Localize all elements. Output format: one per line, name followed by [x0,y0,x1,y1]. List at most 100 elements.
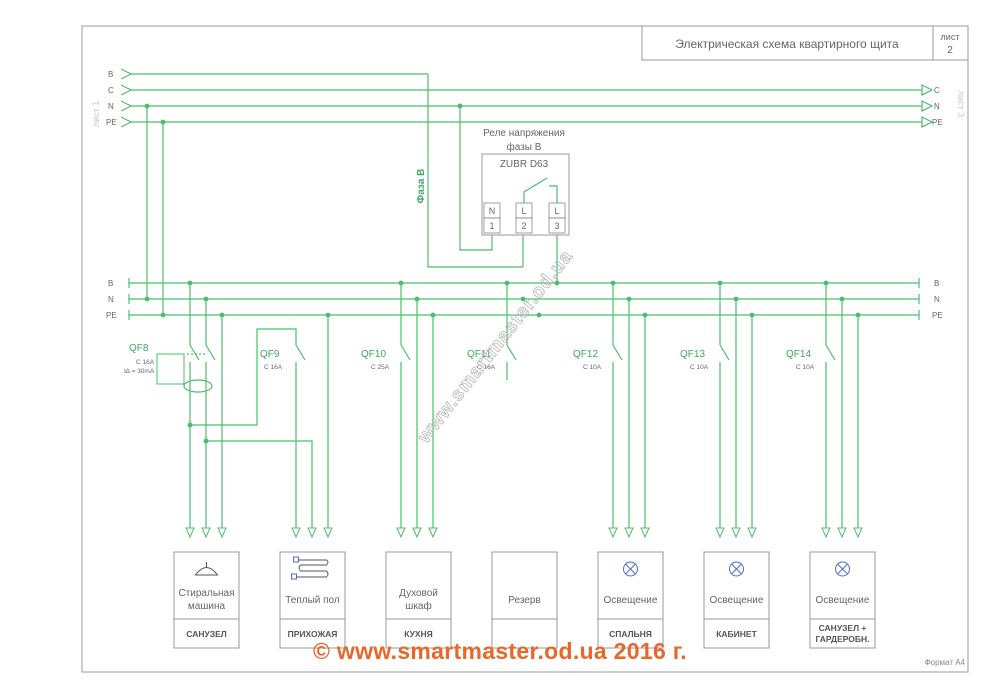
breaker-qf8-leak: I∆ = 30mA [124,368,155,375]
sheet-label: лист [941,32,960,42]
arrow-head [307,527,317,539]
arrow-head [428,527,438,539]
load-4: Резерв [491,551,558,649]
arrow-head [747,527,757,539]
bus-top-label-n-right: N [934,102,940,111]
washing-machine-icon [194,562,219,576]
arrow-head [731,527,741,539]
arrow-head [640,527,650,539]
load-room: СПАЛЬНЯ [609,629,652,639]
drawing-frame [81,25,969,673]
incoming-bus: B C N PE C N PE [106,68,943,128]
load-name: Резерв [508,595,540,606]
relay-terminal-3-num: 3 [554,221,559,231]
breaker-qf8-rating: C 16A [136,359,155,366]
relay-terminal-1-name: N [489,206,496,216]
title-block: Электрическая схема квартирного щита лис… [641,25,969,61]
breaker-qf13-id: QF13 [680,349,705,360]
load-name: Освещение [816,595,870,606]
load-name-line2: машина [188,601,226,612]
arrow-head [715,527,725,539]
load-room: САНУЗЕЛ [186,629,226,639]
load-name-line1: Стиральная [178,588,234,599]
load-name: Теплый пол [285,595,340,606]
arrow-head [323,527,333,539]
arrow-head [608,527,618,539]
arrow-head [201,527,211,539]
arrow-head [837,527,847,539]
breaker-qf10-id: QF10 [361,349,386,360]
breaker-qf13-rating: C 10A [690,364,709,371]
lamp-icon [623,561,638,577]
branch-qf11: QF11 C 16A [467,280,542,380]
bus-top-label-c-right: C [934,86,940,95]
bus-label-b-right: B [934,279,939,288]
breaker-qf14-rating: C 10A [796,364,815,371]
load-name: Освещение [710,595,764,606]
bus-label-b-left: B [108,279,113,288]
relay-terminal-2-name: L [521,206,526,216]
arrow-head [291,527,301,539]
arrow-head [396,527,406,539]
breaker-qf12-rating: C 10A [583,364,602,371]
bus-top-label-b-left: B [108,70,113,79]
branch-qf13: QF13 C 10A [680,280,755,528]
relay-terminal-2-num: 2 [521,221,526,231]
bus-label-pe-right: PE [932,311,943,320]
breaker-qf11-rating: C 16A [477,364,496,371]
breaker-qf8-id: QF8 [129,343,149,354]
arrow-head [624,527,634,539]
bus-top-label-n-left: N [108,102,114,111]
relay-title-line1: Реле напряжения [483,128,565,139]
arrow-head [412,527,422,539]
ref-sheet-3: лист 3 [956,91,966,117]
load-room: ПРИХОЖАЯ [288,629,338,639]
breaker-qf11-id: QF11 [467,349,492,360]
breaker-qf9-id: QF9 [260,349,280,360]
relay-terminal-1-num: 1 [489,221,494,231]
branch-qf8: QF8 C 16A I∆ = 30mA [124,280,225,528]
footer-copyright: © www.smartmaster.od.ua 2016 г. [313,638,687,664]
drawing-title: Электрическая схема квартирного щита [675,37,899,51]
branch-qf10: QF10 C 25A [361,280,436,528]
bus-top-label-pe-left: PE [106,118,117,127]
branch-qf14: QF14 C 10A [786,280,861,528]
branch-qf9: QF9 C 16A [190,312,331,528]
bus-label-pe-left: PE [106,311,117,320]
relay-terminal-3-name: L [554,206,559,216]
lamp-icon [835,561,850,577]
load-room: КУХНЯ [404,629,433,639]
bus-label-n-left: N [108,295,114,304]
breaker-qf14-id: QF14 [786,349,811,360]
load-room-line1: САНУЗЕЛ + [819,623,867,633]
voltage-relay: Реле напряжения фазы В ZUBR D63 N 1 L 2 … [481,128,570,236]
breaker-qf10-rating: C 25A [371,364,390,371]
lamp-icon [729,561,744,577]
bus-top-label-c-left: C [108,86,114,95]
load-room-line2: ГАРДЕРОБН. [815,634,869,644]
bus-top-label-pe-right: PE [932,118,943,127]
load-name: Освещение [604,595,658,606]
relay-model: ZUBR D63 [500,159,549,170]
bus-label-n-right: N [934,295,940,304]
relay-title-line2: фазы В [507,141,542,153]
load-room: КАБИНЕТ [716,629,757,639]
floor-heating-icon [291,556,329,580]
load-name-line1: Духовой [399,588,438,599]
ref-sheet-1: лист 1 [91,101,101,127]
sheet-number: 2 [947,45,953,56]
breaker-qf9-rating: C 16A [264,364,283,371]
arrow-head [821,527,831,539]
load-name-line2: шкаф [405,600,431,612]
phase-b-label: Фаза В [416,169,427,204]
